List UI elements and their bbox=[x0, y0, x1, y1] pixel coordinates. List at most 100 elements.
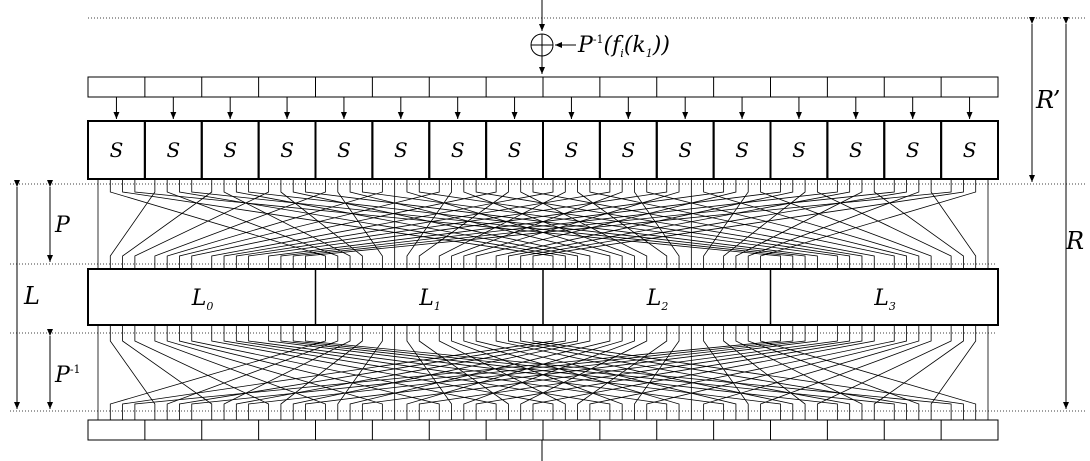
permutation-wire bbox=[760, 325, 977, 420]
sbox-label: S bbox=[508, 138, 522, 162]
permutation-wire bbox=[191, 179, 794, 269]
linear-block-label-1: L1 bbox=[418, 286, 441, 313]
permutation-wire bbox=[223, 325, 351, 420]
permutation-wire bbox=[223, 325, 611, 420]
sbox-label: S bbox=[223, 138, 237, 162]
permutation-wire bbox=[520, 325, 648, 420]
permutation-wire bbox=[816, 179, 952, 269]
permutation-wire bbox=[248, 325, 725, 420]
permutation-wire bbox=[451, 179, 623, 269]
permutation-wire bbox=[747, 325, 920, 420]
permutation-wire bbox=[577, 179, 668, 269]
sbox-label: S bbox=[792, 138, 806, 162]
permutation-p-inverse-wiring bbox=[97, 325, 989, 420]
permutation-wire bbox=[723, 325, 806, 420]
permutation-wire bbox=[361, 325, 838, 420]
permutation-wire bbox=[235, 179, 668, 269]
sbox-label: S bbox=[394, 138, 408, 162]
permutation-wire bbox=[134, 179, 270, 269]
permutation-wire bbox=[235, 179, 578, 269]
permutation-wire bbox=[475, 179, 863, 269]
sbox-12: S bbox=[769, 120, 829, 180]
permutation-wire bbox=[634, 179, 680, 269]
permutation-wire bbox=[109, 179, 326, 269]
permutation-wire bbox=[223, 179, 611, 269]
l-label: L bbox=[23, 282, 40, 310]
permutation-wire bbox=[191, 325, 794, 420]
permutation-wire bbox=[406, 325, 623, 420]
permutation-wire bbox=[109, 325, 326, 420]
permutation-wire bbox=[463, 179, 680, 269]
sbox-label: S bbox=[110, 138, 124, 162]
permutation-wire bbox=[211, 325, 554, 420]
permutation-wire bbox=[191, 325, 497, 420]
sbox-1: S bbox=[143, 120, 203, 180]
permutation-wire bbox=[418, 325, 509, 420]
permutation-wire bbox=[735, 179, 863, 269]
permutation-wire bbox=[134, 179, 781, 269]
permutation-wire bbox=[438, 179, 566, 269]
linear-block-label-3: L3 bbox=[873, 286, 896, 313]
sbox-7: S bbox=[485, 120, 544, 180]
permutation-wire bbox=[179, 325, 440, 420]
permutation-wire bbox=[280, 179, 838, 269]
p-label: P bbox=[54, 213, 71, 238]
sbox-11: S bbox=[712, 120, 772, 180]
permutation-wire bbox=[589, 325, 895, 420]
sbox-8: S bbox=[542, 120, 601, 180]
sbox-label: S bbox=[678, 138, 692, 162]
sbox-13: S bbox=[826, 120, 886, 180]
permutation-wire bbox=[337, 179, 383, 269]
r-label: R bbox=[1065, 227, 1084, 255]
permutation-wire bbox=[166, 325, 383, 420]
dimension-p: P bbox=[47, 180, 71, 262]
permutation-wire bbox=[406, 179, 452, 269]
permutation-wire bbox=[475, 325, 737, 420]
permutation-wire bbox=[438, 325, 566, 420]
dimension-r: R bbox=[1063, 17, 1084, 409]
permutation-wire bbox=[122, 325, 213, 420]
permutation-wire bbox=[646, 325, 907, 420]
permutation-wire bbox=[166, 179, 339, 269]
permutation-wire bbox=[268, 179, 781, 269]
permutation-wire bbox=[930, 325, 977, 420]
sbox-14: S bbox=[883, 120, 943, 180]
p-inverse-label: P-1 bbox=[54, 363, 81, 388]
permutation-wire bbox=[532, 179, 875, 269]
sbox-label: S bbox=[963, 138, 977, 162]
permutation-wire bbox=[280, 325, 363, 420]
permutation-wire bbox=[154, 179, 326, 269]
sbox-15: S bbox=[940, 120, 999, 180]
sbox-label: S bbox=[621, 138, 635, 162]
permutation-wire bbox=[109, 325, 156, 420]
permutation-wire bbox=[406, 179, 623, 269]
r-prime-label: R’ bbox=[1035, 86, 1060, 114]
permutation-wire bbox=[406, 325, 452, 420]
permutation-wire bbox=[508, 179, 851, 269]
permutation-wire bbox=[248, 179, 725, 269]
permutation-wire bbox=[532, 179, 964, 269]
sbox-2: S bbox=[200, 120, 260, 180]
permutation-wire bbox=[418, 179, 851, 269]
permutation-wire bbox=[292, 179, 591, 269]
permutation-wire bbox=[418, 325, 851, 420]
permutation-wire bbox=[589, 179, 895, 269]
sbox-3: S bbox=[257, 120, 317, 180]
permutation-wire bbox=[166, 325, 339, 420]
permutation-wire bbox=[703, 325, 749, 420]
sbox-10: S bbox=[655, 120, 715, 180]
permutation-wire bbox=[337, 325, 383, 420]
permutation-wire bbox=[577, 325, 668, 420]
permutation-wire bbox=[646, 179, 907, 269]
permutation-wire bbox=[418, 179, 509, 269]
permutation-wire bbox=[305, 325, 952, 420]
permutation-wire bbox=[760, 325, 932, 420]
permutation-wire bbox=[223, 179, 351, 269]
permutation-wire bbox=[280, 179, 363, 269]
permutation-wire bbox=[532, 325, 875, 420]
permutation-wire bbox=[122, 325, 554, 420]
permutation-wire bbox=[532, 325, 964, 420]
